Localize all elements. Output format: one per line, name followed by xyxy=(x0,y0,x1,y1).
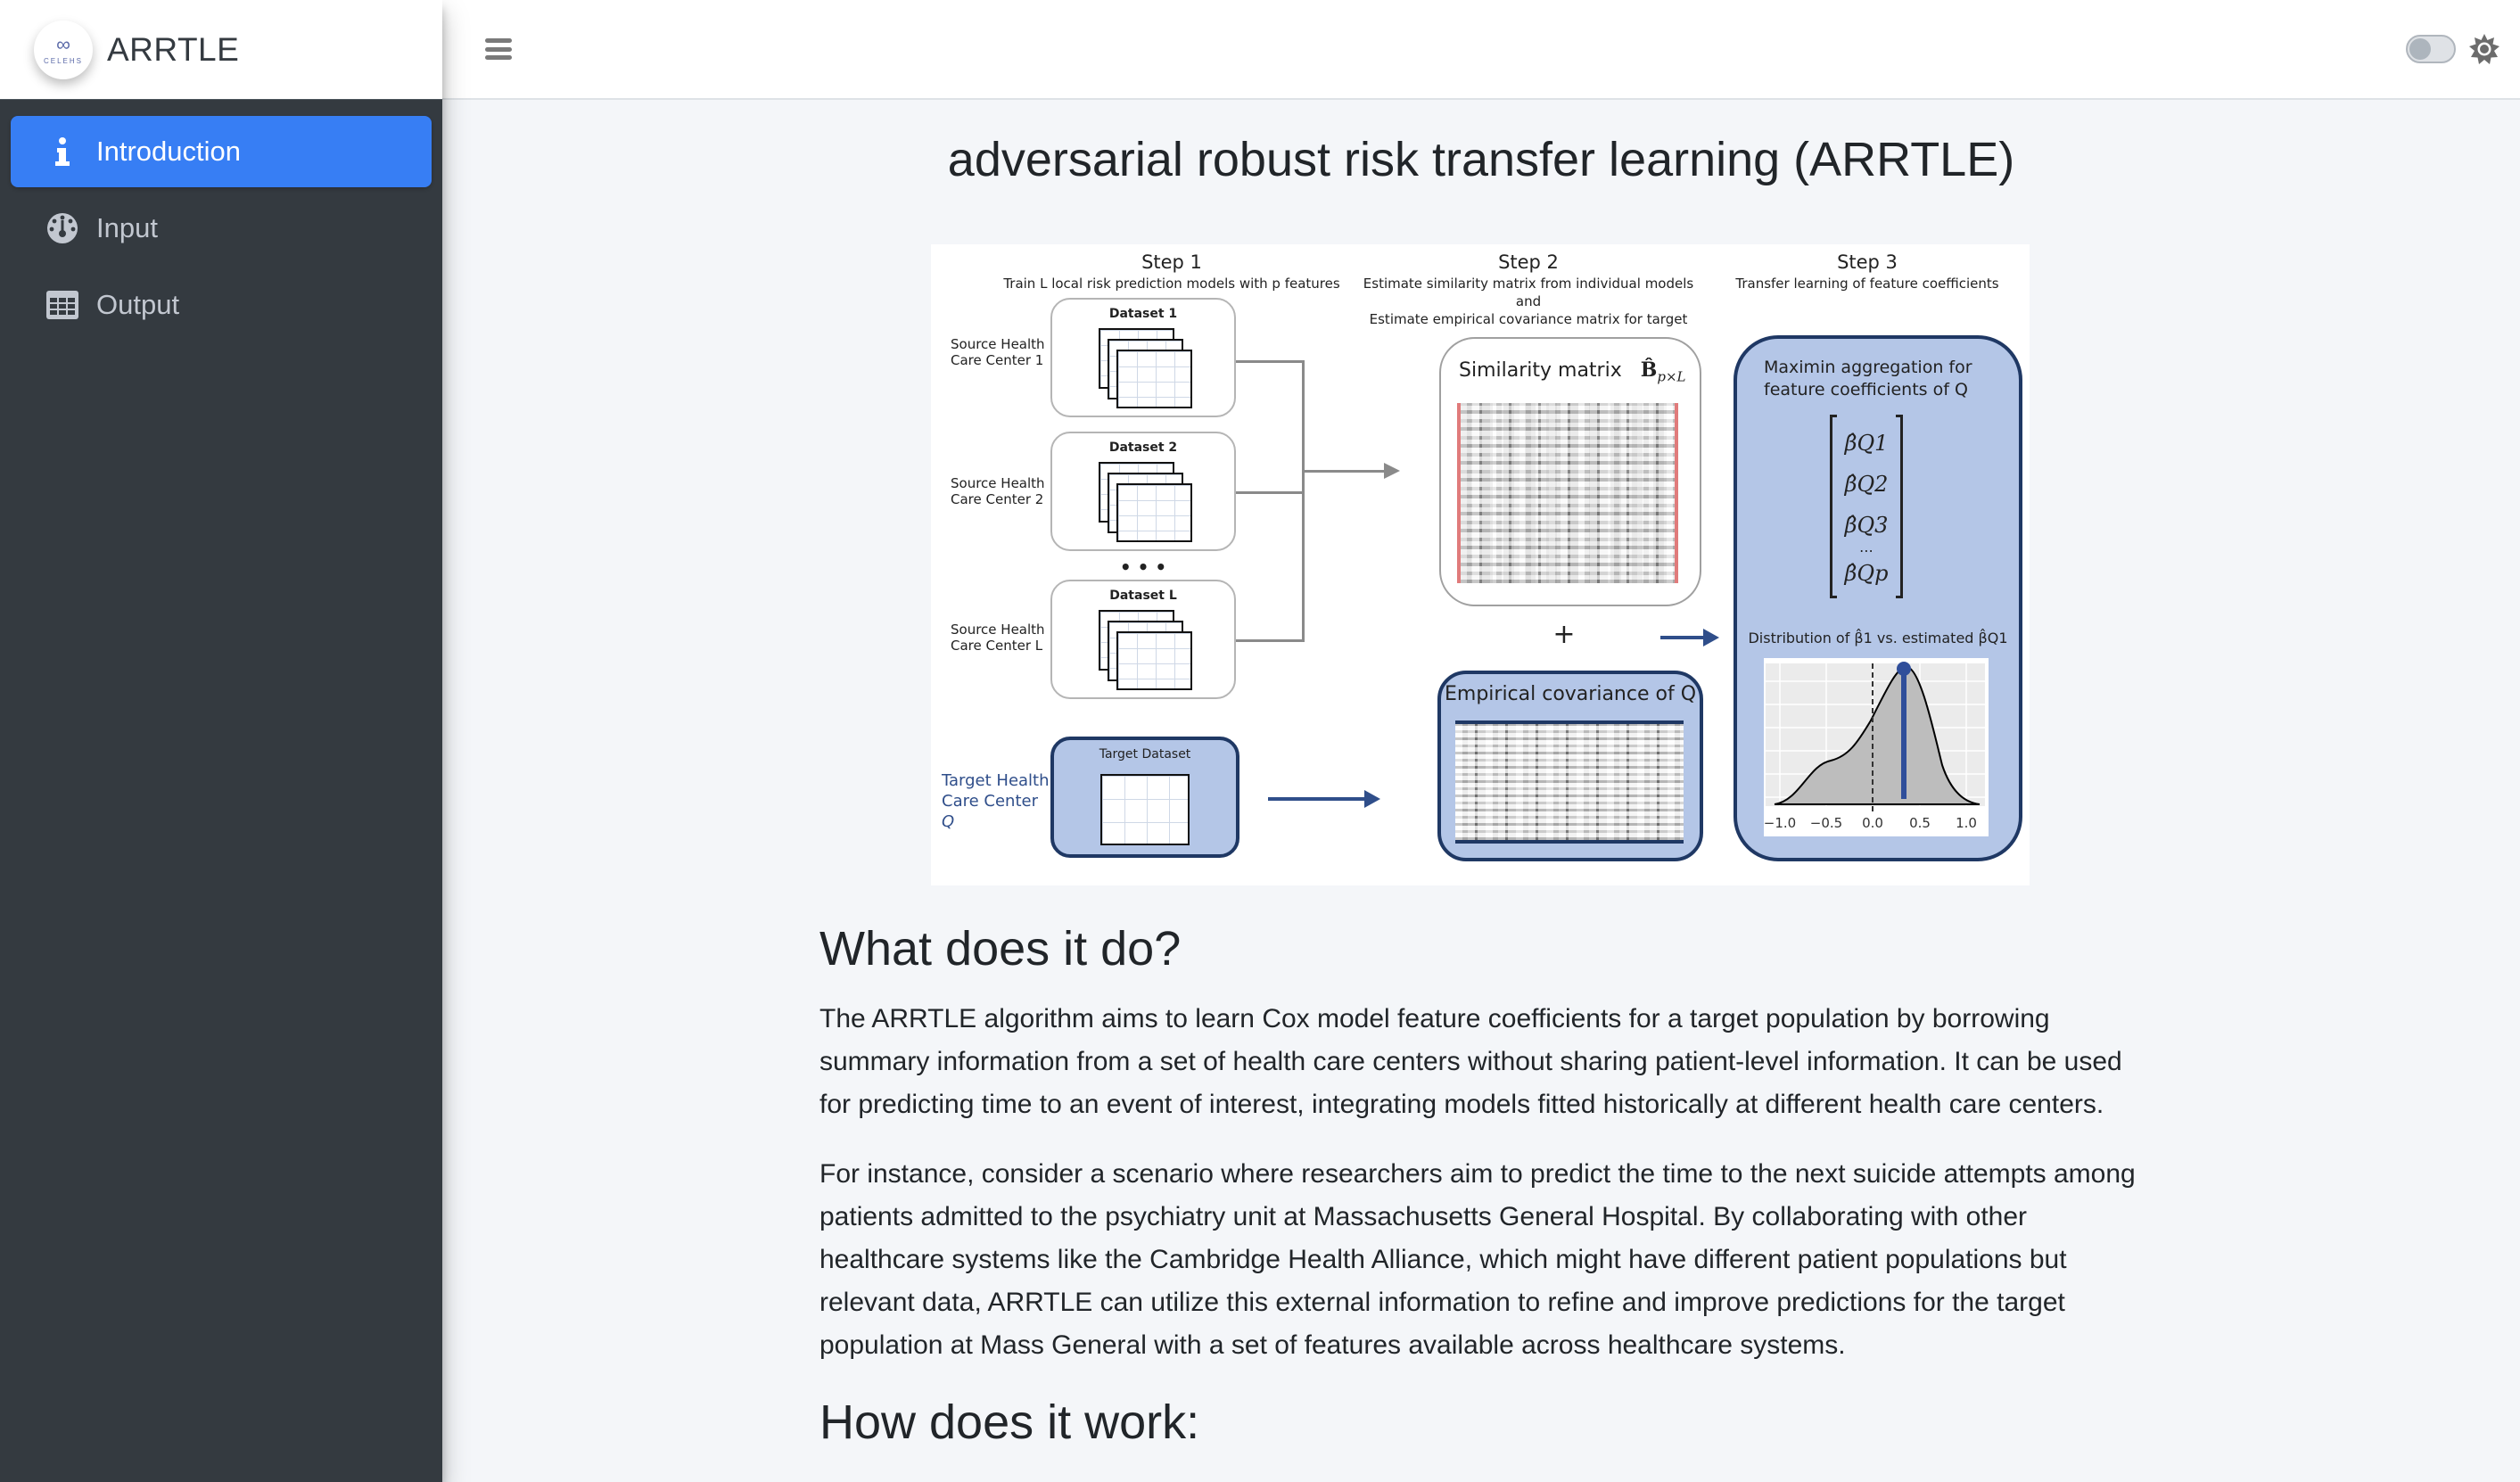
covariance-heatmap xyxy=(1455,720,1684,844)
toggle-knob xyxy=(2409,38,2431,60)
sidebar-item-label: Introduction xyxy=(96,136,241,167)
sidebar-item-introduction[interactable]: Introduction xyxy=(11,116,432,187)
dataset-label: Dataset 1 xyxy=(1108,307,1178,321)
table-icon xyxy=(46,289,78,321)
sidebar-item-label: Output xyxy=(96,289,180,320)
dark-mode-toggle[interactable] xyxy=(2406,35,2456,63)
main-content: adversarial robust risk transfer learnin… xyxy=(442,100,2520,1482)
similarity-matrix-box: Similarity matrix B̂p×L xyxy=(1439,337,1701,606)
description-section: What does it do? The ARRTLE algorithm ai… xyxy=(819,920,2157,1471)
info-icon xyxy=(46,136,78,168)
target-dataset-box: Target Dataset xyxy=(1050,737,1239,858)
dataset-label: Dataset 2 xyxy=(1108,440,1178,455)
target-dataset-label: Target Dataset xyxy=(1099,747,1191,762)
step2-subtitle-1: Estimate similarity matrix from individu… xyxy=(1363,276,1694,292)
heading-how-does-it-work: How does it work: xyxy=(819,1395,1200,1449)
step1-subtitle: Train L local risk prediction models wit… xyxy=(1003,276,1340,292)
source-label-L: Source Health Care Center L xyxy=(951,622,1045,654)
distribution-title: Distribution of β̂1 vs. estimated β̂Q1 xyxy=(1748,630,2008,646)
svg-text:−0.5: −0.5 xyxy=(1810,815,1842,831)
page-title: adversarial robust risk transfer learnin… xyxy=(947,133,2015,186)
ellipsis: • • • xyxy=(1119,556,1167,578)
similarity-heatmap xyxy=(1457,403,1678,583)
sidebar-item-input[interactable]: Input xyxy=(11,193,432,264)
dashboard-gauge-icon xyxy=(46,212,78,244)
logo-wordmark: CELEHS xyxy=(43,56,83,65)
svg-text:0.5: 0.5 xyxy=(1909,815,1931,831)
sidebar-item-label: Input xyxy=(96,212,158,243)
step1-title: Step 1 xyxy=(1141,251,1202,273)
dataset-box-2: Dataset 2 xyxy=(1050,432,1236,551)
brand-link[interactable]: ∞ CELEHS ARRTLE xyxy=(0,0,442,100)
covariance-label: Empirical covariance of Q xyxy=(1444,683,1697,705)
heading-what-does-it-do: What does it do? xyxy=(819,922,1182,976)
paragraph-overview: The ARRTLE algorithm aims to learn Cox m… xyxy=(819,1003,2122,1119)
sun-icon[interactable] xyxy=(2468,33,2500,65)
svg-text:−1.0: −1.0 xyxy=(1764,815,1796,831)
svg-text:0.0: 0.0 xyxy=(1862,815,1883,831)
sidebar-nav: Introduction Input Output xyxy=(0,100,442,362)
dataset-label: Dataset L xyxy=(1109,589,1177,603)
dataset-box-L: Dataset L xyxy=(1050,580,1236,699)
sidebar: ∞ CELEHS ARRTLE Introduction Input Outpu… xyxy=(0,0,442,1482)
similarity-label: Similarity matrix B̂p×L xyxy=(1459,358,1686,385)
arrtle-workflow-figure: Step 1 Train L local risk prediction mod… xyxy=(931,244,2030,885)
svg-text:1.0: 1.0 xyxy=(1956,815,1977,831)
app-name: ARRTLE xyxy=(107,30,240,68)
source-label-2: Source Health Care Center 2 xyxy=(951,475,1045,507)
density-plot: −1.0 −0.5 0.0 0.5 1.0 xyxy=(1764,658,1989,836)
sidebar-item-output[interactable]: Output xyxy=(11,269,432,341)
step2-subtitle-2: and xyxy=(1515,293,1542,309)
source-label-1: Source Health Care Center 1 xyxy=(951,336,1045,368)
plus-sign: + xyxy=(1552,619,1576,650)
celehs-logo: ∞ CELEHS xyxy=(34,20,93,79)
top-navbar xyxy=(442,0,2520,100)
step3-subtitle: Transfer learning of feature coefficient… xyxy=(1735,276,1999,292)
paragraph-example: For instance, consider a scenario where … xyxy=(819,1158,2136,1360)
coefficient-vector: β̂Q1 β̂Q2 β̂Q3 ⋯ β̂Qp xyxy=(1830,415,1903,598)
infinity-logo-icon: ∞ xyxy=(56,32,70,55)
hamburger-icon[interactable] xyxy=(485,38,512,60)
step2-subtitle-3: Estimate empirical covariance matrix for… xyxy=(1369,311,1688,327)
step2-title: Step 2 xyxy=(1498,251,1559,273)
step3-title: Step 3 xyxy=(1837,251,1898,273)
dataset-box-1: Dataset 1 xyxy=(1050,298,1236,417)
covariance-box: Empirical covariance of Q xyxy=(1437,671,1703,861)
